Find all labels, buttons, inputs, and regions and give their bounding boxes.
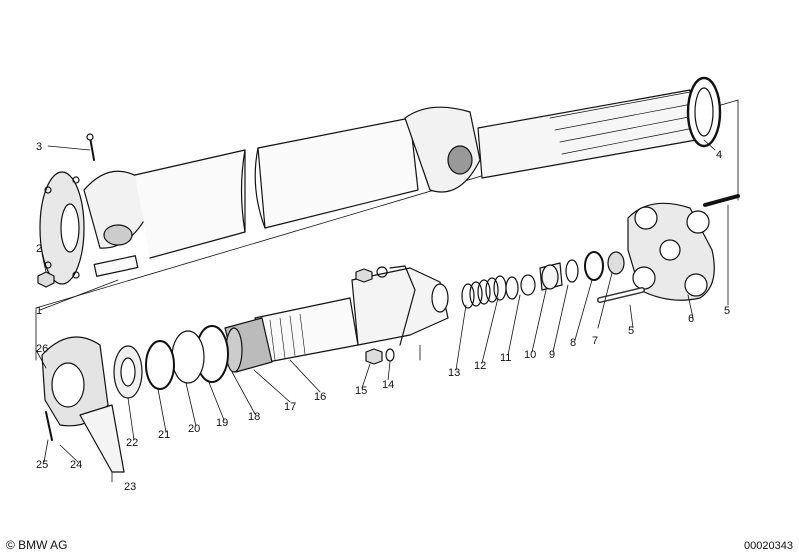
fasteners-left [37,133,139,288]
callout-2: 2 [36,243,42,255]
callout-17: 17 [284,401,296,413]
intermediate-shaft [254,265,449,363]
callout-18: 18 [248,411,260,423]
shaft-tube-16 [254,297,359,363]
callout-11: 11 [500,352,511,364]
brand-copyright: © BMW AG [6,538,68,552]
callout-13: 13 [448,367,460,379]
callout-24: 24 [70,459,82,471]
callout-21: 21 [158,429,170,441]
callout-5-right: 5 [724,305,730,317]
propeller-shaft [39,76,722,285]
callout-14: 14 [382,379,394,391]
nut [37,271,55,288]
nuts-washers [355,266,395,365]
centering-kit [461,251,625,309]
callout-10: 10 [524,349,536,361]
callout-6: 6 [688,313,694,325]
flexible-disc [627,202,715,301]
compression-spring [461,275,507,309]
callout-20: 20 [188,423,200,435]
callout-16: 16 [314,391,326,403]
callout-1: 1 [36,305,42,317]
callout-25: 25 [36,459,48,471]
callout-12: 12 [474,360,486,372]
center-bearing-support [41,336,125,473]
leader-lines [35,139,729,483]
washer [607,251,625,275]
bracket [79,404,125,473]
callout-26: 26 [36,343,48,355]
seal-ring [686,76,722,148]
center-bearing-stack [113,317,273,399]
callout-5: 5 [628,325,634,337]
callout-4: 4 [716,149,722,161]
callout-22: 22 [126,437,138,449]
callout-23: 23 [124,481,136,493]
callout-19: 19 [216,417,228,429]
callout-15: 15 [355,385,367,397]
bolts [597,194,740,303]
document-number: 00020343 [744,540,793,552]
shaft-tube [257,117,419,229]
callout-8: 8 [570,337,576,349]
callout-7: 7 [592,335,598,347]
callout-labels: 3 2 1 4 5 6 5 7 8 9 10 11 12 13 14 15 16… [36,141,730,493]
callout-9: 9 [549,349,555,361]
callout-3: 3 [36,141,42,153]
